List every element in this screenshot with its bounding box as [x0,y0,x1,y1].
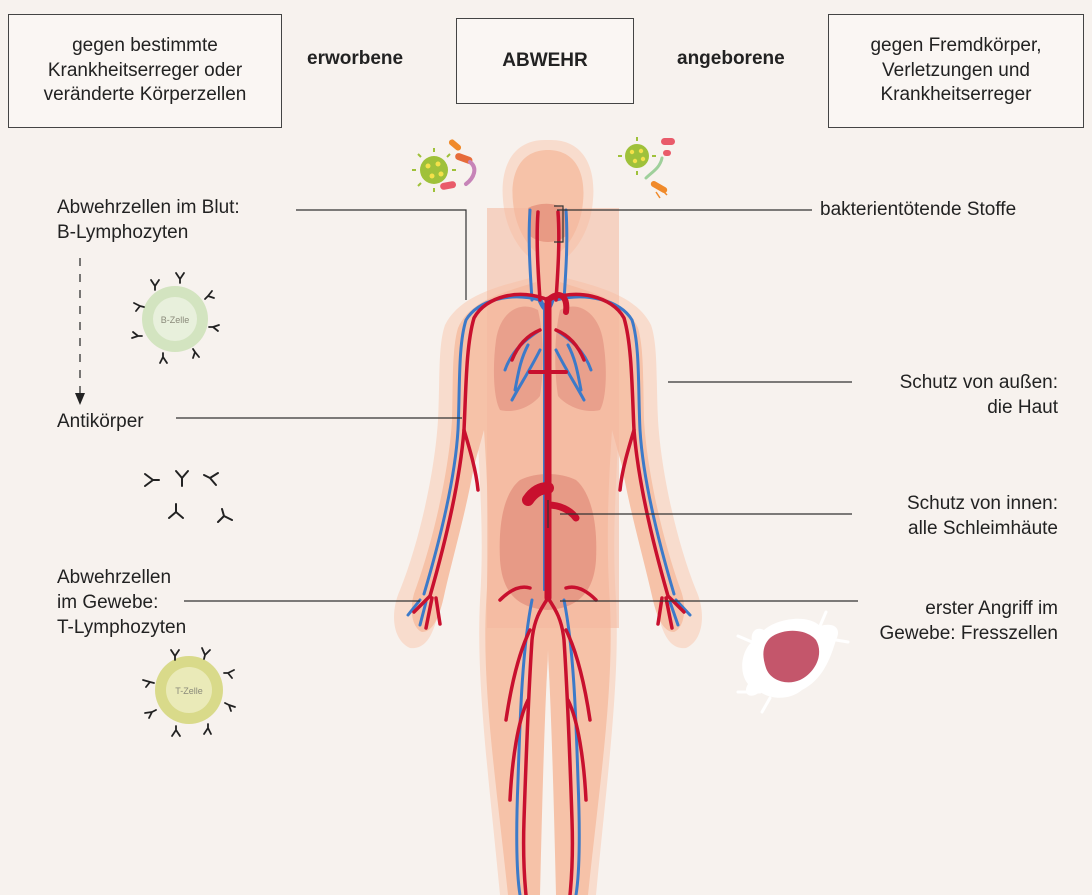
t-cell-icon: T-Zelle [143,648,235,736]
skin-line-2: die Haut [900,395,1058,420]
skin-line-1: Schutz von außen: [900,370,1058,395]
mucosa-line-1: Schutz von innen: [907,491,1058,516]
b-cell-label: B-Zelle [161,315,190,325]
blood-cells-line-2: B-Lymphozyten [57,220,240,245]
skin-label: Schutz von außen: die Haut [900,370,1058,420]
b-cell-icon: B-Zelle [132,273,219,363]
germs-right-icon [618,137,675,198]
bactericidal-label: bakterientötende Stoffe [820,197,1016,222]
antibodies-label: Antikörper [57,409,144,434]
tissue-cells-line-3: T-Lymphozyten [57,615,186,640]
mucosa-line-2: alle Schleimhäute [907,516,1058,541]
phagocytes-label: erster Angriff im Gewebe: Fresszellen [880,596,1058,646]
tissue-cells-label: Abwehrzellen im Gewebe: T-Lymphozyten [57,565,186,640]
tissue-cells-line-1: Abwehrzellen [57,565,186,590]
phagocytes-line-2: Gewebe: Fresszellen [880,621,1058,646]
leader-blood-cells [296,210,466,300]
blood-cells-line-1: Abwehrzellen im Blut: [57,195,240,220]
antibodies-icon [145,471,232,522]
dashed-arrow [75,258,85,405]
phagocytes-line-1: erster Angriff im [880,596,1058,621]
phagocyte-icon [738,612,848,712]
germs-left-icon [412,138,474,192]
mucosa-label: Schutz von innen: alle Schleimhäute [907,491,1058,541]
t-cell-label: T-Zelle [175,686,203,696]
blood-cells-label: Abwehrzellen im Blut: B-Lymphozyten [57,195,240,245]
tissue-cells-line-2: im Gewebe: [57,590,186,615]
